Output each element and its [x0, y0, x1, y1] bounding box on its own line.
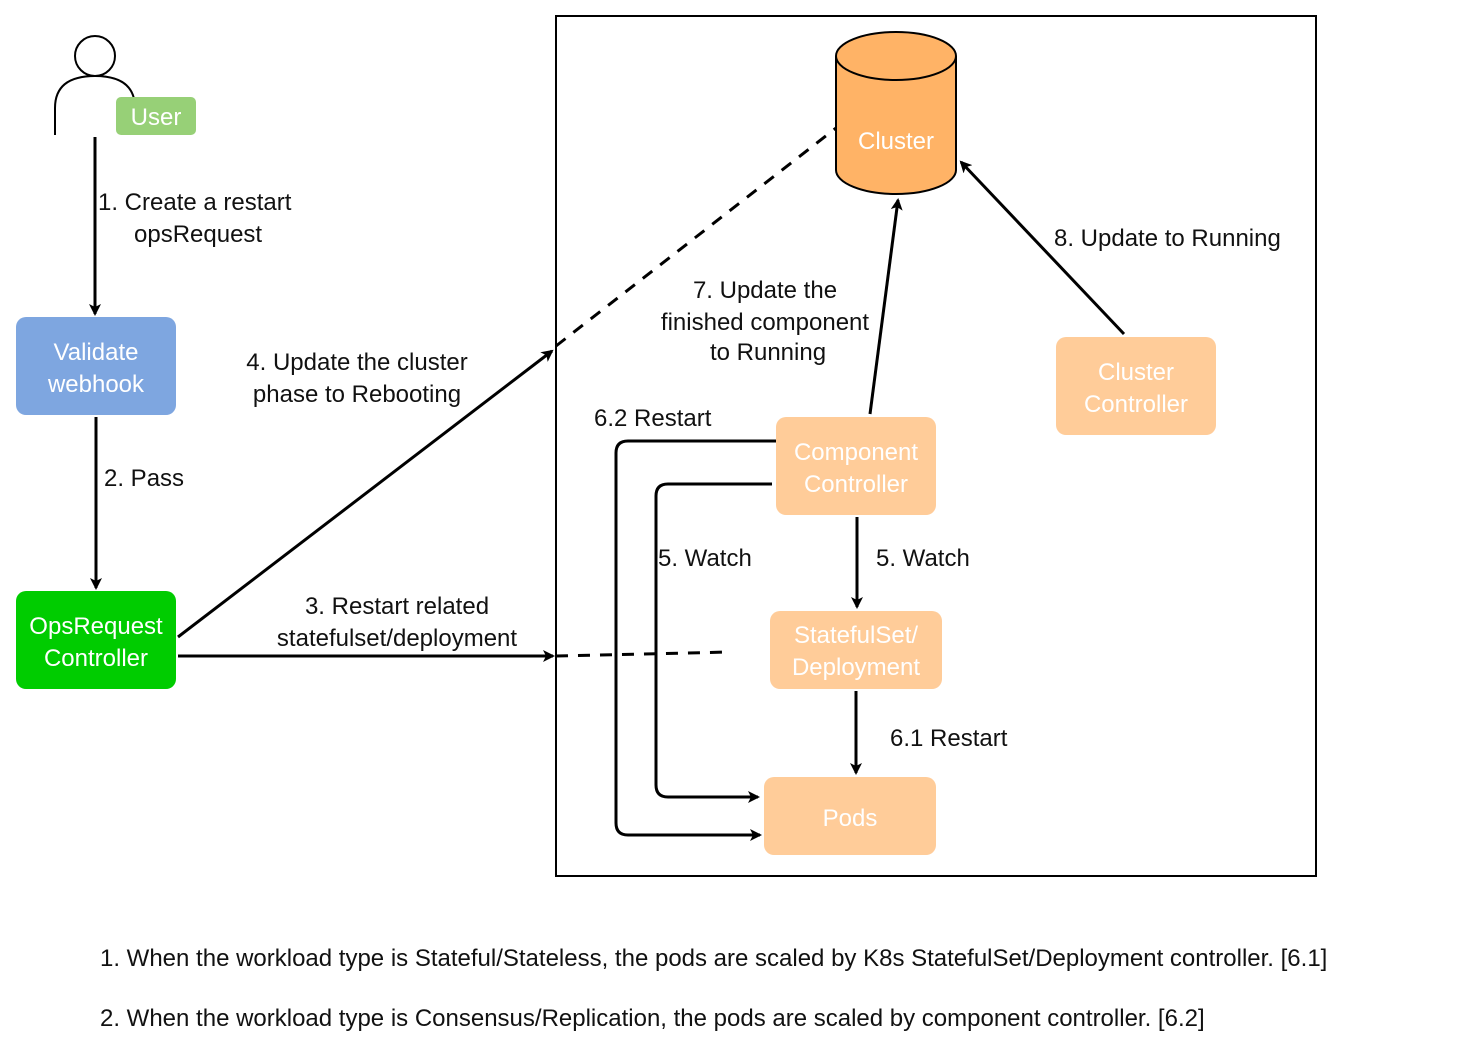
- statefulset-label-2: Deployment: [792, 654, 920, 681]
- statefulset-label-1: StatefulSet/: [794, 622, 918, 649]
- edge-restart-62: [614, 439, 776, 841]
- cluster-label: Cluster: [858, 128, 934, 155]
- edge-watch-right-label: 5. Watch: [876, 545, 970, 572]
- cluster-boundary: [555, 15, 1317, 877]
- opsrequest-label-1: OpsRequest: [29, 613, 163, 640]
- cluster-controller-box: [1056, 337, 1216, 435]
- edge-update-component-label-2: finished component: [661, 309, 869, 336]
- opsrequest-controller-box: [16, 591, 176, 689]
- edge-watch-left-label: 5. Watch: [658, 545, 752, 572]
- edge-update-running: [959, 160, 1126, 336]
- cluster-controller-label-1: Cluster: [1098, 359, 1174, 386]
- edge-pass-label: 2. Pass: [104, 465, 184, 492]
- statefulset-box: [770, 611, 942, 689]
- component-controller-label-1: Component: [794, 439, 918, 466]
- note-2: 2. When the workload type is Consensus/R…: [100, 1005, 1205, 1032]
- edge-update-running-label: 8. Update to Running: [1054, 225, 1281, 252]
- edge-update-phase: [177, 349, 554, 639]
- edge-update-phase-dashed: [555, 126, 837, 348]
- edge-update-component: [868, 198, 903, 415]
- edge-restart-related-dashed: [555, 650, 731, 658]
- validate-label-2: webhook: [47, 371, 145, 398]
- edge-update-component-label-1: 7. Update the: [693, 277, 837, 304]
- person-icon: [54, 35, 136, 135]
- edge-watch-left: [654, 482, 772, 803]
- edge-restart-related-label-2: statefulset/deployment: [277, 625, 517, 652]
- user-label: User: [131, 104, 182, 131]
- edge-restart-62-label: 6.2 Restart: [594, 405, 712, 432]
- database-cylinder-icon: [835, 31, 957, 195]
- cluster-controller-label-2: Controller: [1084, 391, 1188, 418]
- edge-update-phase-label-1: 4. Update the cluster: [246, 349, 467, 376]
- user-badge: [116, 97, 196, 135]
- component-controller-label-2: Controller: [804, 471, 908, 498]
- edge-create-label-2: opsRequest: [134, 221, 262, 248]
- opsrequest-label-2: Controller: [44, 645, 148, 672]
- edge-update-phase-label-2: phase to Rebooting: [253, 381, 461, 408]
- edge-update-component-label-3: to Running: [710, 339, 826, 366]
- edge-restart-related-label-1: 3. Restart related: [305, 593, 489, 620]
- pods-label: Pods: [823, 805, 878, 832]
- edge-restart-61-label: 6.1 Restart: [890, 725, 1008, 752]
- validate-webhook-box: [16, 317, 176, 415]
- edge-create-label-1: 1. Create a restart: [98, 189, 292, 216]
- note-1: 1. When the workload type is Stateful/St…: [100, 945, 1327, 972]
- validate-label-1: Validate: [54, 339, 139, 366]
- component-controller-box: [776, 417, 936, 515]
- pods-box: [764, 777, 936, 855]
